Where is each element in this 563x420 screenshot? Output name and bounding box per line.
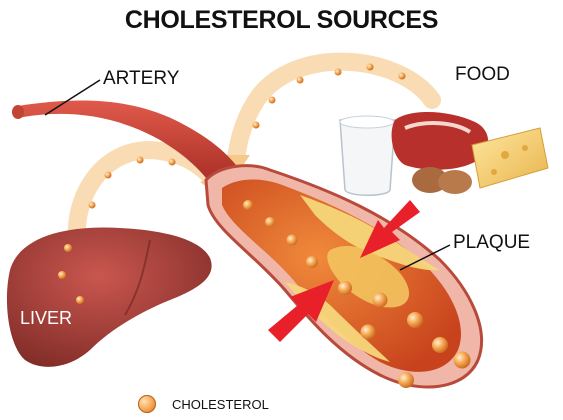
cholesterol-particle	[432, 337, 448, 353]
legend: CHOLESTEROL	[138, 393, 269, 415]
egg	[438, 170, 472, 194]
cholesterol-particle	[104, 171, 112, 179]
cholesterol-particle	[136, 156, 144, 164]
liver-lobe-line	[124, 239, 151, 316]
label-artery: ARTERY	[103, 68, 180, 89]
plaque-leader-line	[399, 244, 451, 271]
cholesterol-particle	[398, 72, 406, 80]
cholesterol-particles	[58, 63, 471, 388]
cholesterol-particle	[360, 324, 376, 340]
egg	[412, 167, 448, 193]
cholesterol-particle	[453, 351, 471, 369]
cholesterol-particle	[64, 244, 72, 252]
milk-surface	[339, 115, 395, 129]
cheese-hole	[491, 169, 497, 175]
cholesterol-particle	[168, 158, 176, 166]
cholesterol-legend-icon	[138, 395, 156, 413]
meat-fat	[404, 121, 472, 134]
cholesterol-particle	[407, 312, 423, 328]
cheese-wedge	[471, 127, 549, 189]
liver	[6, 227, 212, 367]
cholesterol-particle	[76, 296, 84, 304]
cholesterol-particle	[366, 63, 374, 71]
meat-steak	[391, 111, 489, 170]
cholesterol-particle	[334, 68, 342, 76]
artery-leader-line	[44, 79, 101, 116]
cheese-hole	[522, 145, 528, 151]
cholesterol-particle	[268, 96, 276, 104]
diagram-title: CHOLESTEROL SOURCES	[124, 6, 439, 34]
cholesterol-particle	[88, 201, 96, 209]
artery-end	[12, 105, 24, 119]
flow-arrow-food	[227, 52, 441, 169]
plaque-arrow-lower	[268, 280, 334, 342]
cholesterol-particle	[252, 121, 260, 129]
cholesterol-particle	[372, 292, 388, 308]
cholesterol-particle	[58, 271, 66, 279]
cheese-hole	[501, 151, 509, 159]
legend-label: CHOLESTEROL	[172, 396, 269, 412]
cholesterol-particle	[296, 76, 304, 84]
cholesterol-particle	[265, 217, 275, 227]
milk-glass	[339, 119, 396, 196]
label-plaque: PLAQUE	[453, 232, 531, 253]
cholesterol-particle	[398, 372, 414, 388]
plaque-arrow-upper	[360, 200, 420, 258]
cholesterol-particle	[306, 256, 318, 268]
cholesterol-particle	[286, 234, 298, 246]
label-food: FOOD	[455, 64, 510, 85]
plaque-upper	[300, 195, 440, 271]
cholesterol-particle	[338, 281, 352, 295]
label-liver: LIVER	[20, 308, 73, 328]
plaque-core	[327, 246, 410, 308]
cholesterol-particle	[243, 200, 253, 210]
